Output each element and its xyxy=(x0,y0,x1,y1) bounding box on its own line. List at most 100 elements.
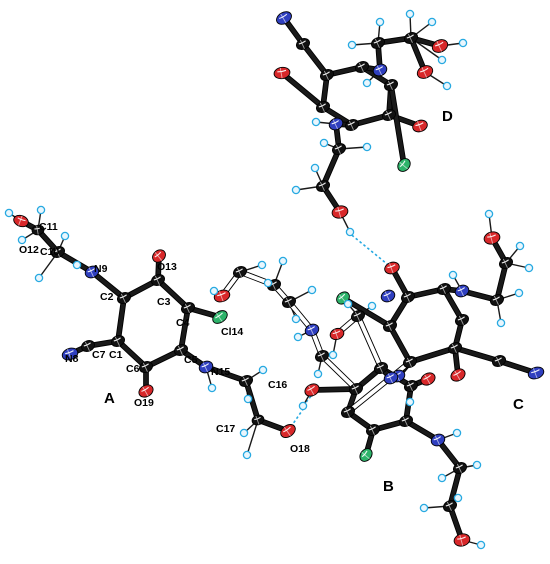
carbon-atom-ellipsoid xyxy=(31,224,45,236)
hydrogen-atom xyxy=(17,235,27,245)
hydrogen-atom xyxy=(375,17,385,27)
carbon-atom-ellipsoid xyxy=(384,79,398,91)
hydrogen-atom xyxy=(452,428,462,438)
nitrogen-atom-ellipsoid xyxy=(328,117,344,131)
carbon-atom-ellipsoid xyxy=(239,375,253,387)
oxygen-atom-ellipsoid xyxy=(431,39,449,53)
hydrogen-atom xyxy=(291,185,301,195)
hydrogen-atom xyxy=(258,365,268,375)
carbon-atom-ellipsoid xyxy=(315,350,329,362)
hydrogen-atom xyxy=(328,350,338,360)
hydrogen-atom xyxy=(72,260,82,270)
carbon-atom-ellipsoid xyxy=(366,424,380,436)
hydrogen-atom xyxy=(405,9,415,19)
oxygen-atom-ellipsoid xyxy=(138,384,154,398)
hydrogen-atom xyxy=(515,241,525,251)
chlorine-atom-ellipsoid xyxy=(397,158,411,172)
hydrogen-atom xyxy=(263,278,273,288)
nitrogen-atom-ellipsoid xyxy=(84,265,100,279)
bond xyxy=(388,84,407,166)
atom-label-o12: O12 xyxy=(19,244,39,256)
hydrogen-atom xyxy=(4,208,14,218)
nitrogen-atom-ellipsoid xyxy=(380,289,396,303)
oxygen-atom-ellipsoid xyxy=(213,289,231,303)
atom-label-c1: C1 xyxy=(109,349,123,361)
carbon-atom-ellipsoid xyxy=(111,335,125,347)
atom-label-c17: C17 xyxy=(216,423,235,435)
hydrogen-atom xyxy=(472,460,482,470)
oxygen-atom-ellipsoid xyxy=(280,424,296,438)
hydrogen-atom xyxy=(496,318,506,328)
oxygen-atom-ellipsoid xyxy=(329,327,345,341)
carbon-atom-ellipsoid xyxy=(341,406,355,418)
oxygen-atom-ellipsoid xyxy=(273,66,291,80)
oxygen-atom-ellipsoid xyxy=(416,65,434,79)
molecule-label-a: A xyxy=(104,390,115,407)
hydrogen-atom xyxy=(36,205,46,215)
hydrogen-bond-stick xyxy=(246,419,259,456)
hydrogen-atom xyxy=(278,256,288,266)
atom-label-c6: C6 xyxy=(126,363,140,375)
hydrogen-atom xyxy=(347,40,357,50)
carbon-atom-ellipsoid xyxy=(117,292,131,304)
hydrogen-atom xyxy=(34,273,44,283)
carbon-atom-ellipsoid xyxy=(296,38,310,50)
atom-label-c5: C5 xyxy=(184,354,198,366)
hydrogen-atom xyxy=(427,17,437,27)
hydrogen-atom xyxy=(405,397,415,407)
bond xyxy=(178,307,191,351)
atom-label-n9: N9 xyxy=(94,263,108,275)
nitrogen-atom-ellipsoid xyxy=(454,284,470,298)
carbon-atom-ellipsoid xyxy=(448,342,462,354)
atom-label-o19: O19 xyxy=(134,397,154,409)
oxygen-atom-ellipsoid xyxy=(453,533,471,547)
hydrogen-atom xyxy=(362,142,372,152)
carbon-atom-ellipsoid xyxy=(371,37,385,49)
atom-label-c11: C11 xyxy=(39,221,58,233)
hydrogen-atom xyxy=(514,288,524,298)
carbon-atom-ellipsoid xyxy=(453,462,467,474)
atom-label-o18: O18 xyxy=(290,443,310,455)
hydrogen-atom xyxy=(313,369,323,379)
hydrogen-atom xyxy=(437,55,447,65)
carbon-atom-ellipsoid xyxy=(251,414,265,426)
hydrogen-atom xyxy=(476,540,486,550)
hydrogen-atom xyxy=(367,301,377,311)
carbon-atom-ellipsoid xyxy=(282,296,296,308)
hydrogen-atom xyxy=(209,286,219,296)
hydrogen-atom xyxy=(291,314,301,324)
hydrogen-atom xyxy=(307,285,317,295)
carbon-atom-ellipsoid xyxy=(51,246,65,258)
carbon-atom-ellipsoid xyxy=(316,101,330,113)
atom-label-cl14: Cl14 xyxy=(221,326,243,338)
hydrogen-atom xyxy=(437,473,447,483)
nitrogen-atom-ellipsoid xyxy=(276,11,292,25)
carbon-atom-ellipsoid xyxy=(233,266,247,278)
atom-label-c3: C3 xyxy=(157,296,171,308)
molecule-label-c: C xyxy=(513,396,524,413)
carbon-atom-ellipsoid xyxy=(401,291,415,303)
molecule-label-b: B xyxy=(383,478,394,495)
hydrogen-atom xyxy=(239,428,249,438)
hydrogen-atom xyxy=(242,450,252,460)
hydrogen-atom xyxy=(293,332,303,342)
atom-label-c10: C10 xyxy=(40,246,59,258)
carbon-atom-ellipsoid xyxy=(374,362,388,374)
hydrogen-atom xyxy=(343,299,353,309)
carbon-atom-ellipsoid xyxy=(320,69,334,81)
molecule-label-d: D xyxy=(442,108,453,125)
carbon-atom-ellipsoid xyxy=(355,61,369,73)
atom-label-n8: N8 xyxy=(65,353,79,365)
oxygen-atom-ellipsoid xyxy=(483,231,501,245)
hydrogen-atom xyxy=(484,209,494,219)
carbon-atom-ellipsoid xyxy=(81,340,95,352)
hydrogen-bond-dashed-line xyxy=(347,231,393,269)
carbon-atom-ellipsoid xyxy=(316,180,330,192)
hydrogen-atom xyxy=(298,401,308,411)
carbon-atom-ellipsoid xyxy=(499,257,513,269)
carbon-atom-ellipsoid xyxy=(437,283,451,295)
nitrogen-atom-ellipsoid xyxy=(372,63,388,77)
carbon-atom-ellipsoid xyxy=(383,320,397,332)
carbon-atom-ellipsoid xyxy=(404,380,418,392)
